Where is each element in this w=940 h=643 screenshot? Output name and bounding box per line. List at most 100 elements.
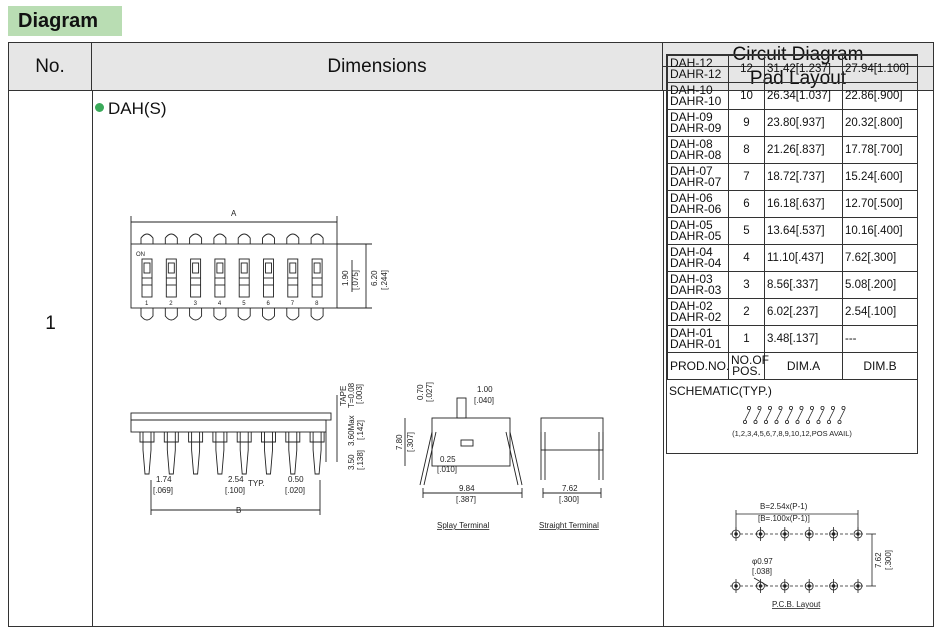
pcb-pad [804, 527, 814, 541]
bottom-pin [189, 308, 203, 321]
cell-dim-b: 27.94[1.100] [842, 55, 918, 83]
bottom-pin [286, 308, 300, 321]
dim-244: [.244] [380, 270, 389, 290]
switch-number: 3 [194, 301, 198, 307]
header-no: No. [9, 43, 92, 91]
switch-actuator [214, 258, 226, 298]
dim-069: [.069] [153, 486, 173, 495]
pcb-pad [853, 527, 863, 541]
cell-pos: 1 [728, 325, 765, 353]
head-b: DIM.B [842, 352, 918, 380]
cell-dim-a: 13.64[.537] [764, 217, 843, 245]
top-view-body [130, 243, 338, 309]
cell-dim-a: 31.42[1.237] [764, 55, 843, 83]
switch-number: 6 [267, 301, 271, 307]
column-divider [663, 91, 664, 626]
pcb-pad [780, 579, 790, 593]
cell-pos: 3 [728, 271, 765, 299]
schematic-switch [743, 405, 752, 424]
switch-actuator [263, 258, 274, 298]
switch-actuator [311, 258, 323, 298]
bottom-pin [310, 308, 324, 321]
switch-number: 7 [291, 301, 295, 307]
dim-190: 1.90 [341, 270, 350, 286]
dimension-drawing: A ON B 1.90 [.075] 6.20 [.244] TAPE T=0.… [130, 209, 604, 530]
dim-010: [.010] [437, 465, 457, 474]
dim-027: [.027] [425, 382, 434, 402]
top-pin [310, 233, 324, 244]
cell-dim-b: 5.08[.200] [842, 271, 918, 299]
switch-number: 2 [169, 301, 173, 307]
dim-040: [.040] [474, 396, 494, 405]
side-pin [239, 432, 249, 475]
switch-actuator [141, 258, 153, 298]
bottom-pin [262, 308, 275, 321]
cell-pos: 5 [728, 217, 765, 245]
head-a: DIM.A [764, 352, 843, 380]
bottom-pin [213, 308, 227, 321]
cell-dim-a: 6.02[.237] [764, 298, 843, 326]
pcb-pad [756, 579, 765, 593]
cell-dim-b: 10.16[.400] [842, 217, 918, 245]
pcb-b1: B=2.54x(P-1) [760, 502, 808, 511]
cell-dim-b: 2.54[.100] [842, 298, 918, 326]
label-a: A [231, 209, 237, 218]
cell-dim-b: 22.86[.900] [842, 82, 918, 110]
bullet-icon [95, 103, 104, 112]
label-b: B [236, 506, 241, 515]
pcb-pad [829, 579, 839, 593]
cell-pos: 6 [728, 190, 765, 218]
bottom-pin [164, 308, 178, 321]
cell-dim-a: 21.26[.837] [764, 136, 843, 164]
tape: TAPE [339, 386, 348, 406]
side-pin-shoulder [261, 432, 276, 443]
side-pin-shoulder [236, 432, 252, 443]
pcb-pad [731, 579, 741, 593]
schematic-switch [764, 405, 773, 424]
top-pin [189, 233, 203, 244]
top-pin [140, 233, 154, 244]
t008: T=0.08 [347, 382, 356, 408]
dim-100: [.100] [225, 486, 245, 495]
column-divider [92, 91, 93, 626]
label-on: ON [136, 252, 145, 258]
pcb-pad [780, 527, 790, 541]
side-pin-shoulder [212, 432, 228, 443]
header-dimensions: Dimensions [92, 43, 663, 91]
side-pin [264, 432, 273, 475]
typ: TYP. [248, 479, 265, 488]
pcb-pad [853, 579, 863, 593]
dim-387: [.387] [456, 495, 476, 504]
schematic-switch [753, 405, 762, 424]
cell-dim-a: 26.34[1.037] [764, 82, 843, 110]
part-name-text: DAH(S) [108, 99, 167, 118]
side-pin [142, 432, 152, 475]
schematic-switch [816, 405, 825, 424]
side-pin-shoulder [163, 432, 179, 443]
side-pin-shoulder [188, 432, 204, 443]
dim-984: 9.84 [459, 484, 475, 493]
head-prod: PROD.NO. [667, 352, 729, 380]
switch-number: 1 [145, 301, 149, 307]
schematic-title: SCHEMATIC(TYP.) [669, 384, 772, 398]
t003: [.003] [355, 384, 364, 404]
top-pin [213, 233, 227, 244]
dim-762: 7.62 [562, 484, 578, 493]
